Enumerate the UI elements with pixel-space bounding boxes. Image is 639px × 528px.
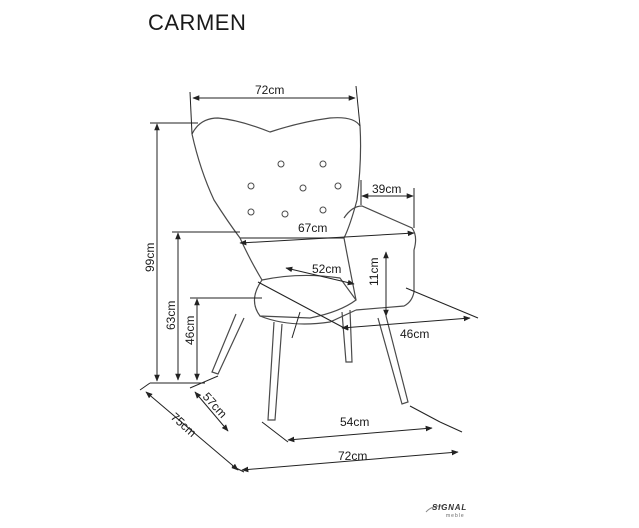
logo-swoosh-icon [425,505,445,513]
chair-armrest-inner [343,237,357,301]
ext-line [439,421,463,433]
button [281,210,289,218]
chair-seat-back-edge [239,237,263,281]
armchair-drawing [191,117,417,421]
ext-line [139,382,151,391]
ext-line [189,375,219,389]
button [299,184,307,192]
label-total-height: 99cm [143,243,157,272]
label-arm-floor-height: 63cm [164,301,178,330]
ext-line [257,281,349,331]
chair-back-outline [191,117,362,239]
chair-leg-back-mid [341,309,353,363]
ext-line [291,311,301,339]
chair-armrest-right [343,205,417,311]
chair-leg-back-right [377,315,409,405]
ext-line [189,91,193,135]
label-arm-thickness: 11cm [367,258,381,286]
label-side-depth: 46cm [400,327,429,341]
label-base-width: 72cm [338,449,367,463]
ext-line [231,465,245,473]
button [319,160,327,168]
label-inner-width: 67cm [298,221,327,235]
label-leg-width: 54cm [340,415,369,429]
logo-sub: meble [446,513,465,519]
signal-logo: SIGNAL meble [424,503,488,523]
ext-line [355,85,361,127]
label-width-top: 72cm [255,83,284,97]
chair-seat [253,274,357,319]
dim-line-total-depth [145,391,239,471]
ext-line [261,421,289,443]
dim-line-side-depth [341,315,471,331]
label-seat-depth: 52cm [312,262,341,276]
dim-line-inner-width [239,230,415,246]
button [319,206,327,214]
chair-buttons [247,160,342,218]
logo-brand: SIGNAL [432,503,468,512]
ext-line [405,287,479,319]
dim-line-base-width [241,449,459,473]
product-title: CARMEN [148,10,247,35]
chair-leg-front-left [211,313,245,375]
label-seat-height: 46cm [183,316,197,345]
button [277,160,285,168]
button [247,208,255,216]
button [334,182,342,190]
dim-line-leg-width [287,425,433,443]
button [247,182,255,190]
dim-line-seat-depth [285,266,355,286]
ext-line [409,405,441,423]
label-armrest-width: 39cm [372,182,401,196]
chair-leg-front-right [267,321,283,421]
label-total-depth: 75cm [168,410,199,440]
